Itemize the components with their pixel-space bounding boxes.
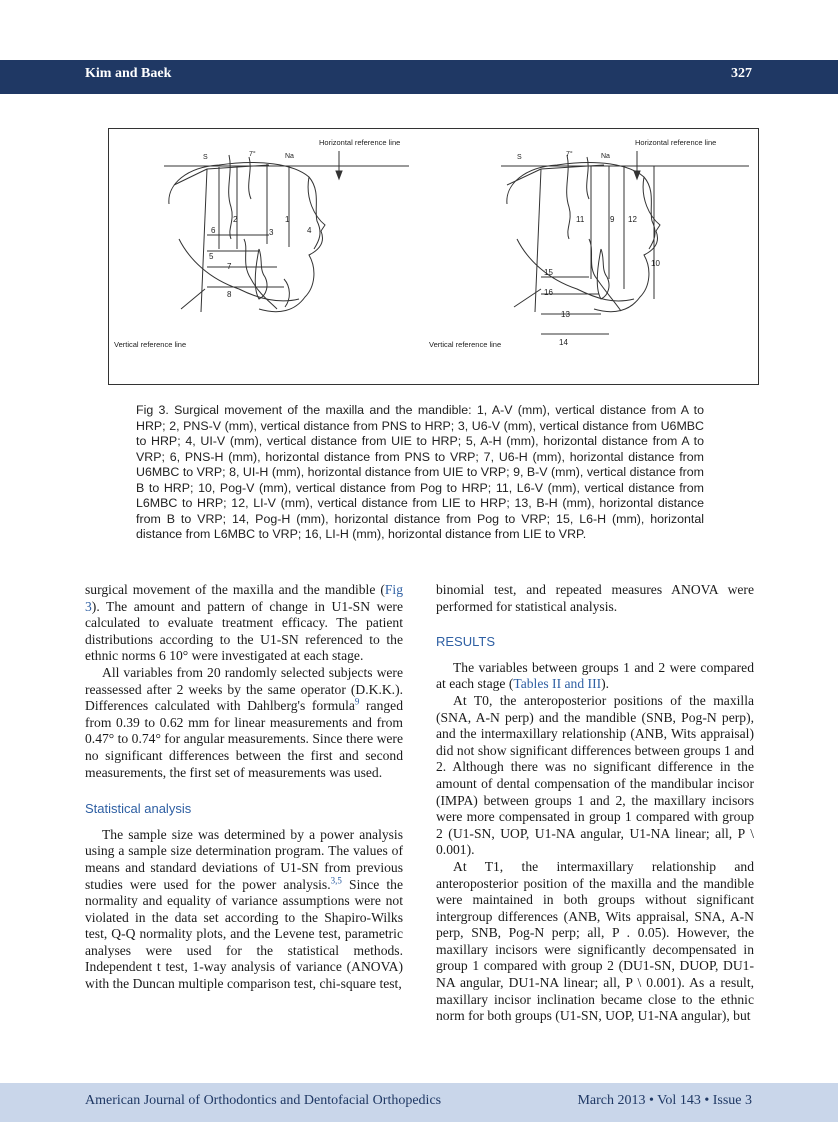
fig-right-12: 12 <box>628 215 637 224</box>
fig-left-horizontal-label: Horizontal reference line <box>319 138 400 147</box>
fig-left-na-label: Na <box>285 153 294 160</box>
paragraph: All variables from 20 randomly selected … <box>85 664 403 780</box>
figure-3: Horizontal reference line Vertical refer… <box>108 128 759 385</box>
fig-right-9: 9 <box>610 215 615 224</box>
section-heading-results: RESULTS <box>436 634 495 650</box>
running-header: Kim and Baek 327 <box>0 60 838 94</box>
fig-right-11: 11 <box>576 215 585 224</box>
fig-right-16: 16 <box>544 288 553 297</box>
figure-caption: Fig 3. Surgical movement of the maxilla … <box>136 403 704 541</box>
paragraph: The variables between groups 1 and 2 wer… <box>436 659 754 692</box>
fig-left-8: 8 <box>227 290 232 299</box>
fig-left-7: 7 <box>227 262 232 271</box>
fig-right-15: 15 <box>544 268 553 277</box>
fig-left-6: 6 <box>211 226 216 235</box>
paragraph: The sample size was determined by a powe… <box>85 826 404 992</box>
section-heading-statistical-analysis: Statistical analysis <box>85 801 192 817</box>
paragraph: At T1, the intermaxillary relationship a… <box>436 858 754 1024</box>
paragraph: binomial test, and repeated measures ANO… <box>436 582 754 614</box>
fig-right-13: 13 <box>561 310 570 319</box>
fig-left-angle-label: 7° <box>249 150 256 158</box>
issue-info: March 2013 • Vol 143 • Issue 3 <box>577 1093 752 1108</box>
page-number: 327 <box>731 66 752 81</box>
fig-left-vertical-label: Vertical reference line <box>114 340 186 349</box>
fig-left-5: 5 <box>209 252 214 261</box>
running-footer: American Journal of Orthodontics and Den… <box>0 1083 838 1122</box>
left-column: surgical movement of the maxilla and the… <box>85 582 403 993</box>
fig-right-horizontal-label: Horizontal reference line <box>635 138 716 147</box>
fig-left-1: 1 <box>285 215 290 224</box>
fig-right-angle-label: 7° <box>566 150 573 158</box>
fig-left-2: 2 <box>233 215 238 224</box>
tables-link[interactable]: Tables II and III <box>513 676 602 692</box>
fig-right-14: 14 <box>559 338 568 347</box>
fig-3-link[interactable]: Fig 3 <box>85 582 403 614</box>
reference-link[interactable]: 9 <box>354 696 360 707</box>
reference-link[interactable]: 3,5 <box>330 874 342 885</box>
vertical-reference-line-right <box>534 168 542 313</box>
fig-left-4: 4 <box>307 226 312 235</box>
journal-name: American Journal of Orthodontics and Den… <box>85 1093 442 1108</box>
cephalometric-diagram: Horizontal reference line Vertical refer… <box>114 138 749 349</box>
fig-right-s-label: S <box>517 154 522 161</box>
fig-left-s-label: S <box>203 154 208 161</box>
header-authors: Kim and Baek <box>85 66 172 81</box>
paragraph: surgical movement of the maxilla and the… <box>85 582 403 664</box>
fig-right-10: 10 <box>651 259 660 268</box>
fig-right-vertical-label: Vertical reference line <box>429 340 501 349</box>
fig-right-na-label: Na <box>601 153 610 160</box>
paragraph: At T0, the anteroposterior positions of … <box>436 692 754 858</box>
right-column: binomial test, and repeated measures ANO… <box>436 582 754 1025</box>
vertical-reference-line-left <box>200 168 208 313</box>
fig-left-3: 3 <box>269 228 274 237</box>
